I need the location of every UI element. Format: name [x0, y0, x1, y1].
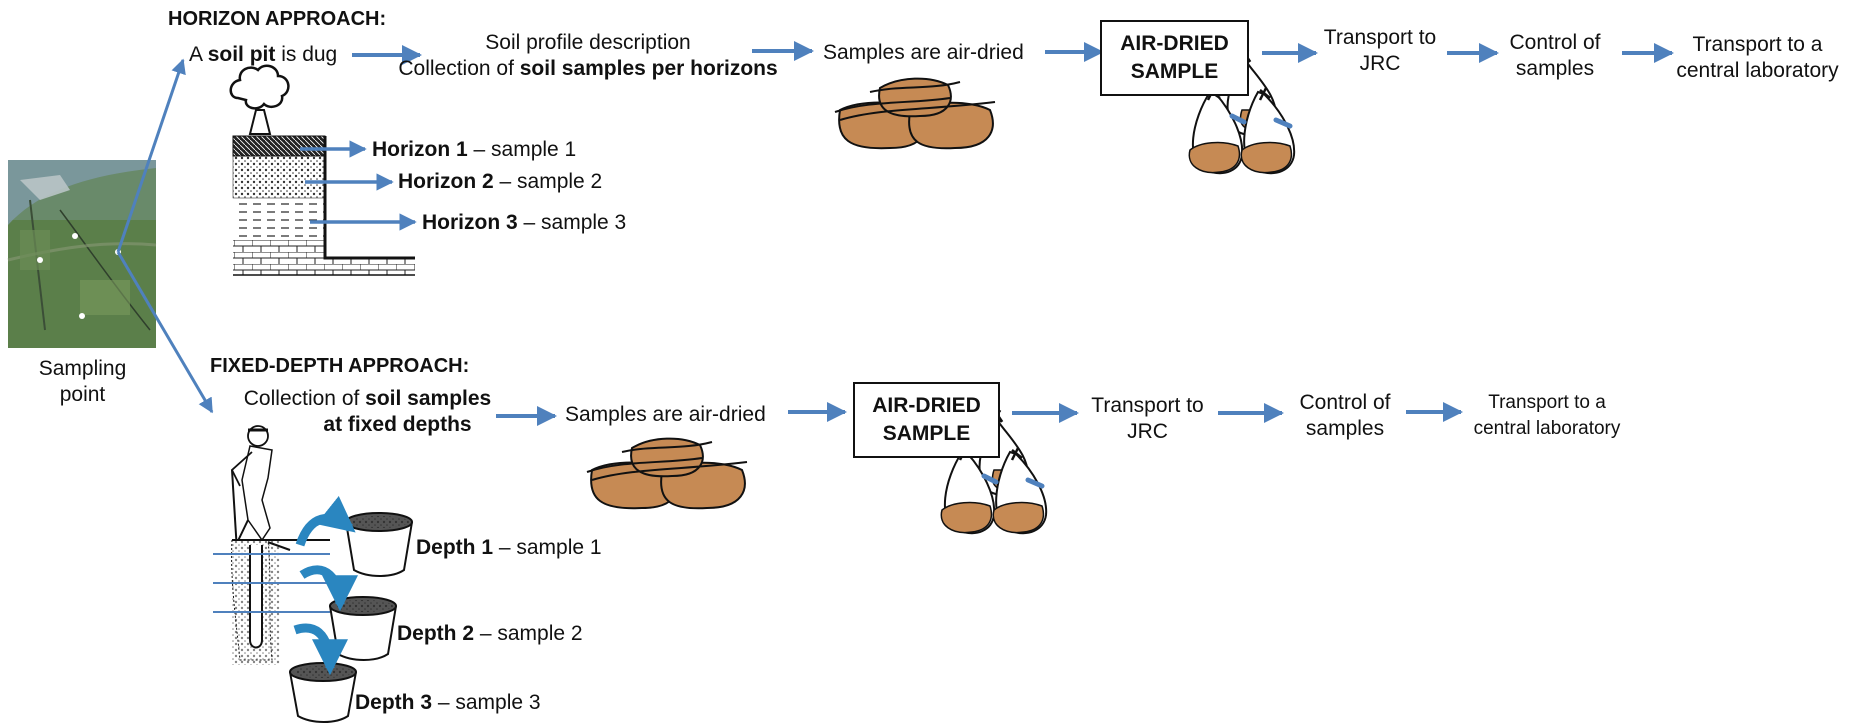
- depth-sample-3-rest: – sample 3: [432, 691, 541, 714]
- depth-sample-2-rest: – sample 2: [474, 622, 583, 645]
- fixed-depth-collection-bold: soil samples: [365, 387, 492, 410]
- profile-description-line2-bold: soil samples per horizons: [519, 57, 778, 80]
- horizon-sample-3: Horizon 3 – sample 3: [422, 210, 626, 236]
- horizon-sample-1-name: Horizon 1: [372, 138, 468, 161]
- fixed-depth-lab-line2: central laboratory: [1473, 418, 1621, 439]
- fixed-depth-collection-step: Collection of soil samples at fixed dept…: [225, 386, 510, 438]
- depth-sample-2: Depth 2 – sample 2: [397, 621, 583, 647]
- soil-bags-horizon: [834, 77, 996, 150]
- fixed-depth-box-line2: SAMPLE: [882, 422, 971, 445]
- horizon-sample-2-rest: – sample 2: [493, 170, 603, 193]
- horizon-sample-1: Horizon 1 – sample 1: [372, 137, 576, 163]
- fixed-depth-approach-heading: FIXED-DEPTH APPROACH:: [210, 355, 470, 377]
- fixed-depth-air-dried-sample-box: AIR-DRIED SAMPLE: [853, 382, 1000, 458]
- horizon-lab-line1: Transport to a: [1692, 33, 1823, 56]
- horizon-box-line1: AIR-DRIED: [1120, 32, 1229, 55]
- horizon-air-dried-sample-box: AIR-DRIED SAMPLE: [1100, 20, 1249, 96]
- horizon-air-dried-step: Samples are air-dried: [823, 41, 1024, 64]
- depth-sample-1-rest: – sample 1: [493, 536, 602, 559]
- horizon-sample-2: Horizon 2 – sample 2: [398, 169, 602, 195]
- fixed-depth-box-line1: AIR-DRIED: [872, 394, 981, 417]
- bucket-arrow-1: [295, 495, 356, 547]
- soil-pit-bold: soil pit: [207, 43, 276, 66]
- profile-description-line2-prefix: Collection of: [398, 57, 520, 80]
- depth-sample-1: Depth 1 – sample 1: [416, 535, 602, 561]
- depth-sample-2-name: Depth 2: [397, 622, 475, 645]
- soil-pit-suffix: is dug: [275, 43, 338, 66]
- horizon-transport-line2: JRC: [1359, 52, 1401, 75]
- sampling-point-label-line2: point: [59, 383, 106, 406]
- depth-sample-1-name: Depth 1: [416, 536, 494, 559]
- fixed-depth-transport-line1: Transport to: [1091, 394, 1204, 417]
- depth-sample-3: Depth 3 – sample 3: [355, 690, 541, 716]
- sampling-point-map: [7, 160, 157, 348]
- horizon-approach-heading: HORIZON APPROACH:: [168, 8, 387, 30]
- fixed-depth-control-step: Control of samples: [1285, 390, 1405, 442]
- fixed-depth-collection-line1: Collection of soil samples: [225, 386, 510, 412]
- profile-description-line1: Soil profile description: [485, 31, 691, 54]
- soil-pit-illustration: [229, 64, 415, 276]
- soil-pit-prefix: A: [189, 43, 208, 66]
- horizon-control-step: Control of samples: [1495, 30, 1615, 82]
- fixed-depth-transport-jrc-step: Transport to JRC: [1080, 393, 1215, 445]
- fixed-depth-control-line2: samples: [1305, 417, 1385, 440]
- bucket-arrow-3: [293, 623, 348, 676]
- horizon-transport-line1: Transport to: [1323, 26, 1437, 49]
- horizon-box-line2: SAMPLE: [1130, 60, 1219, 83]
- depth-sample-3-name: Depth 3: [355, 691, 433, 714]
- horizon-control-line2: samples: [1515, 57, 1595, 80]
- bucket-depth-2: [329, 596, 397, 661]
- fixed-depth-central-lab-step: Transport to a central laboratory: [1462, 390, 1632, 442]
- fixed-depth-air-dried-step: Samples are air-dried: [565, 403, 766, 426]
- horizon-lab-line2: central laboratory: [1676, 59, 1839, 82]
- arrow-to-horizon: [116, 58, 186, 253]
- soil-pit-step: A soil pit is dug: [189, 42, 337, 68]
- fixed-depth-lab-line1: Transport to a: [1488, 392, 1606, 413]
- fixed-depth-transport-line2: JRC: [1127, 420, 1168, 443]
- arrow-to-fixed-depth: [116, 251, 214, 414]
- fixed-depth-control-line1: Control of: [1299, 391, 1391, 414]
- profile-description-step: Soil profile description Collection of s…: [388, 30, 788, 82]
- horizon-sample-3-rest: – sample 3: [517, 211, 627, 234]
- horizon-transport-jrc-step: Transport to JRC: [1310, 25, 1450, 77]
- soil-bags-fixed-depth: [586, 437, 748, 510]
- sampling-point-label-line1: Sampling: [38, 357, 127, 380]
- sampling-point-label: Sampling point: [10, 356, 155, 408]
- horizon-sample-3-name: Horizon 3: [422, 211, 518, 234]
- bucket-arrow-2: [299, 565, 358, 612]
- horizon-sample-1-rest: – sample 1: [467, 138, 577, 161]
- horizon-sample-2-name: Horizon 2: [398, 170, 494, 193]
- horizon-central-lab-step: Transport to a central laboratory: [1665, 32, 1850, 84]
- horizon-control-line1: Control of: [1509, 31, 1601, 54]
- auger-worker-illustration: [230, 425, 330, 665]
- profile-description-line2: Collection of soil samples per horizons: [388, 56, 788, 82]
- bucket-depth-1: [345, 512, 413, 577]
- bucket-depth-3: [289, 662, 357, 723]
- fixed-depth-collection-line2: at fixed depths: [323, 413, 472, 436]
- fixed-depth-collection-prefix: Collection of: [243, 387, 366, 410]
